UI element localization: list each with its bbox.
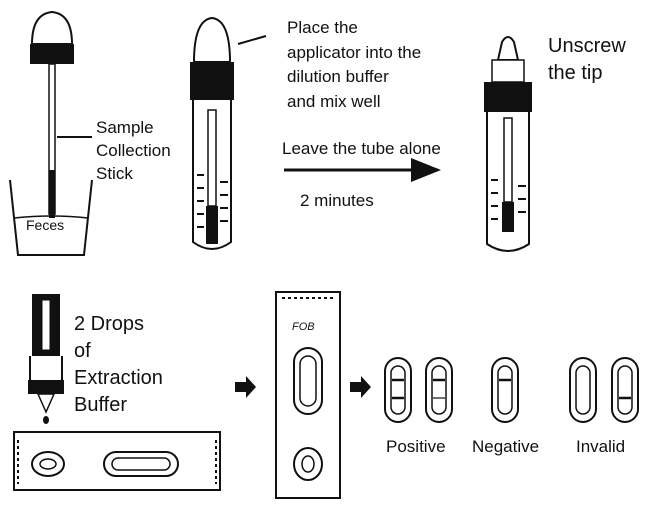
test-cassette-vertical: FOB	[275, 291, 341, 499]
wait-duration: 2 minutes	[300, 191, 374, 210]
step2-instruction-line4: and mix well	[287, 92, 381, 111]
step4-instruction-line2: the tip	[548, 62, 602, 84]
step2-instruction-line1: Place the	[287, 18, 358, 37]
step5-instruction-line2: of	[74, 340, 91, 362]
feces-container	[9, 179, 93, 256]
cassette-text: FOB	[292, 321, 315, 333]
step5-instruction-line4: Buffer	[74, 394, 127, 416]
collection-stick-illustration	[30, 10, 74, 218]
step4-instruction-line1: Unscrew	[548, 35, 626, 57]
result-positive-strip-1	[384, 357, 412, 423]
step-arrow-icon-2	[350, 376, 371, 398]
stick-label-line1: Sample	[96, 118, 154, 137]
result-positive-strip-2	[425, 357, 453, 423]
test-cassette-horizontal	[13, 431, 221, 491]
container-label: Feces	[26, 217, 64, 233]
result-negative-strip	[491, 357, 519, 423]
result-invalid-strip-1	[569, 357, 597, 423]
step2-instruction-line2: applicator into the	[287, 43, 421, 62]
applicator-pointer-line	[237, 35, 267, 45]
tube-with-dropper-tip	[484, 36, 532, 252]
stick-label-line3: Stick	[96, 164, 133, 183]
step2-instruction-line3: dilution buffer	[287, 67, 389, 86]
step5-instruction-line1: 2 Drops	[74, 313, 144, 335]
result-invalid-strip-2	[611, 357, 639, 423]
step-arrow-icon-1	[235, 376, 256, 398]
result-label-invalid: Invalid	[576, 437, 625, 456]
stick-label-line2: Collection	[96, 141, 171, 160]
result-label-positive: Positive	[386, 437, 446, 456]
dropper-tube-inverted	[28, 294, 64, 424]
wait-instruction: Leave the tube alone	[282, 139, 441, 158]
result-label-negative: Negative	[472, 437, 539, 456]
buffer-tube-with-applicator	[190, 16, 234, 250]
step5-instruction-line3: Extraction	[74, 367, 163, 389]
